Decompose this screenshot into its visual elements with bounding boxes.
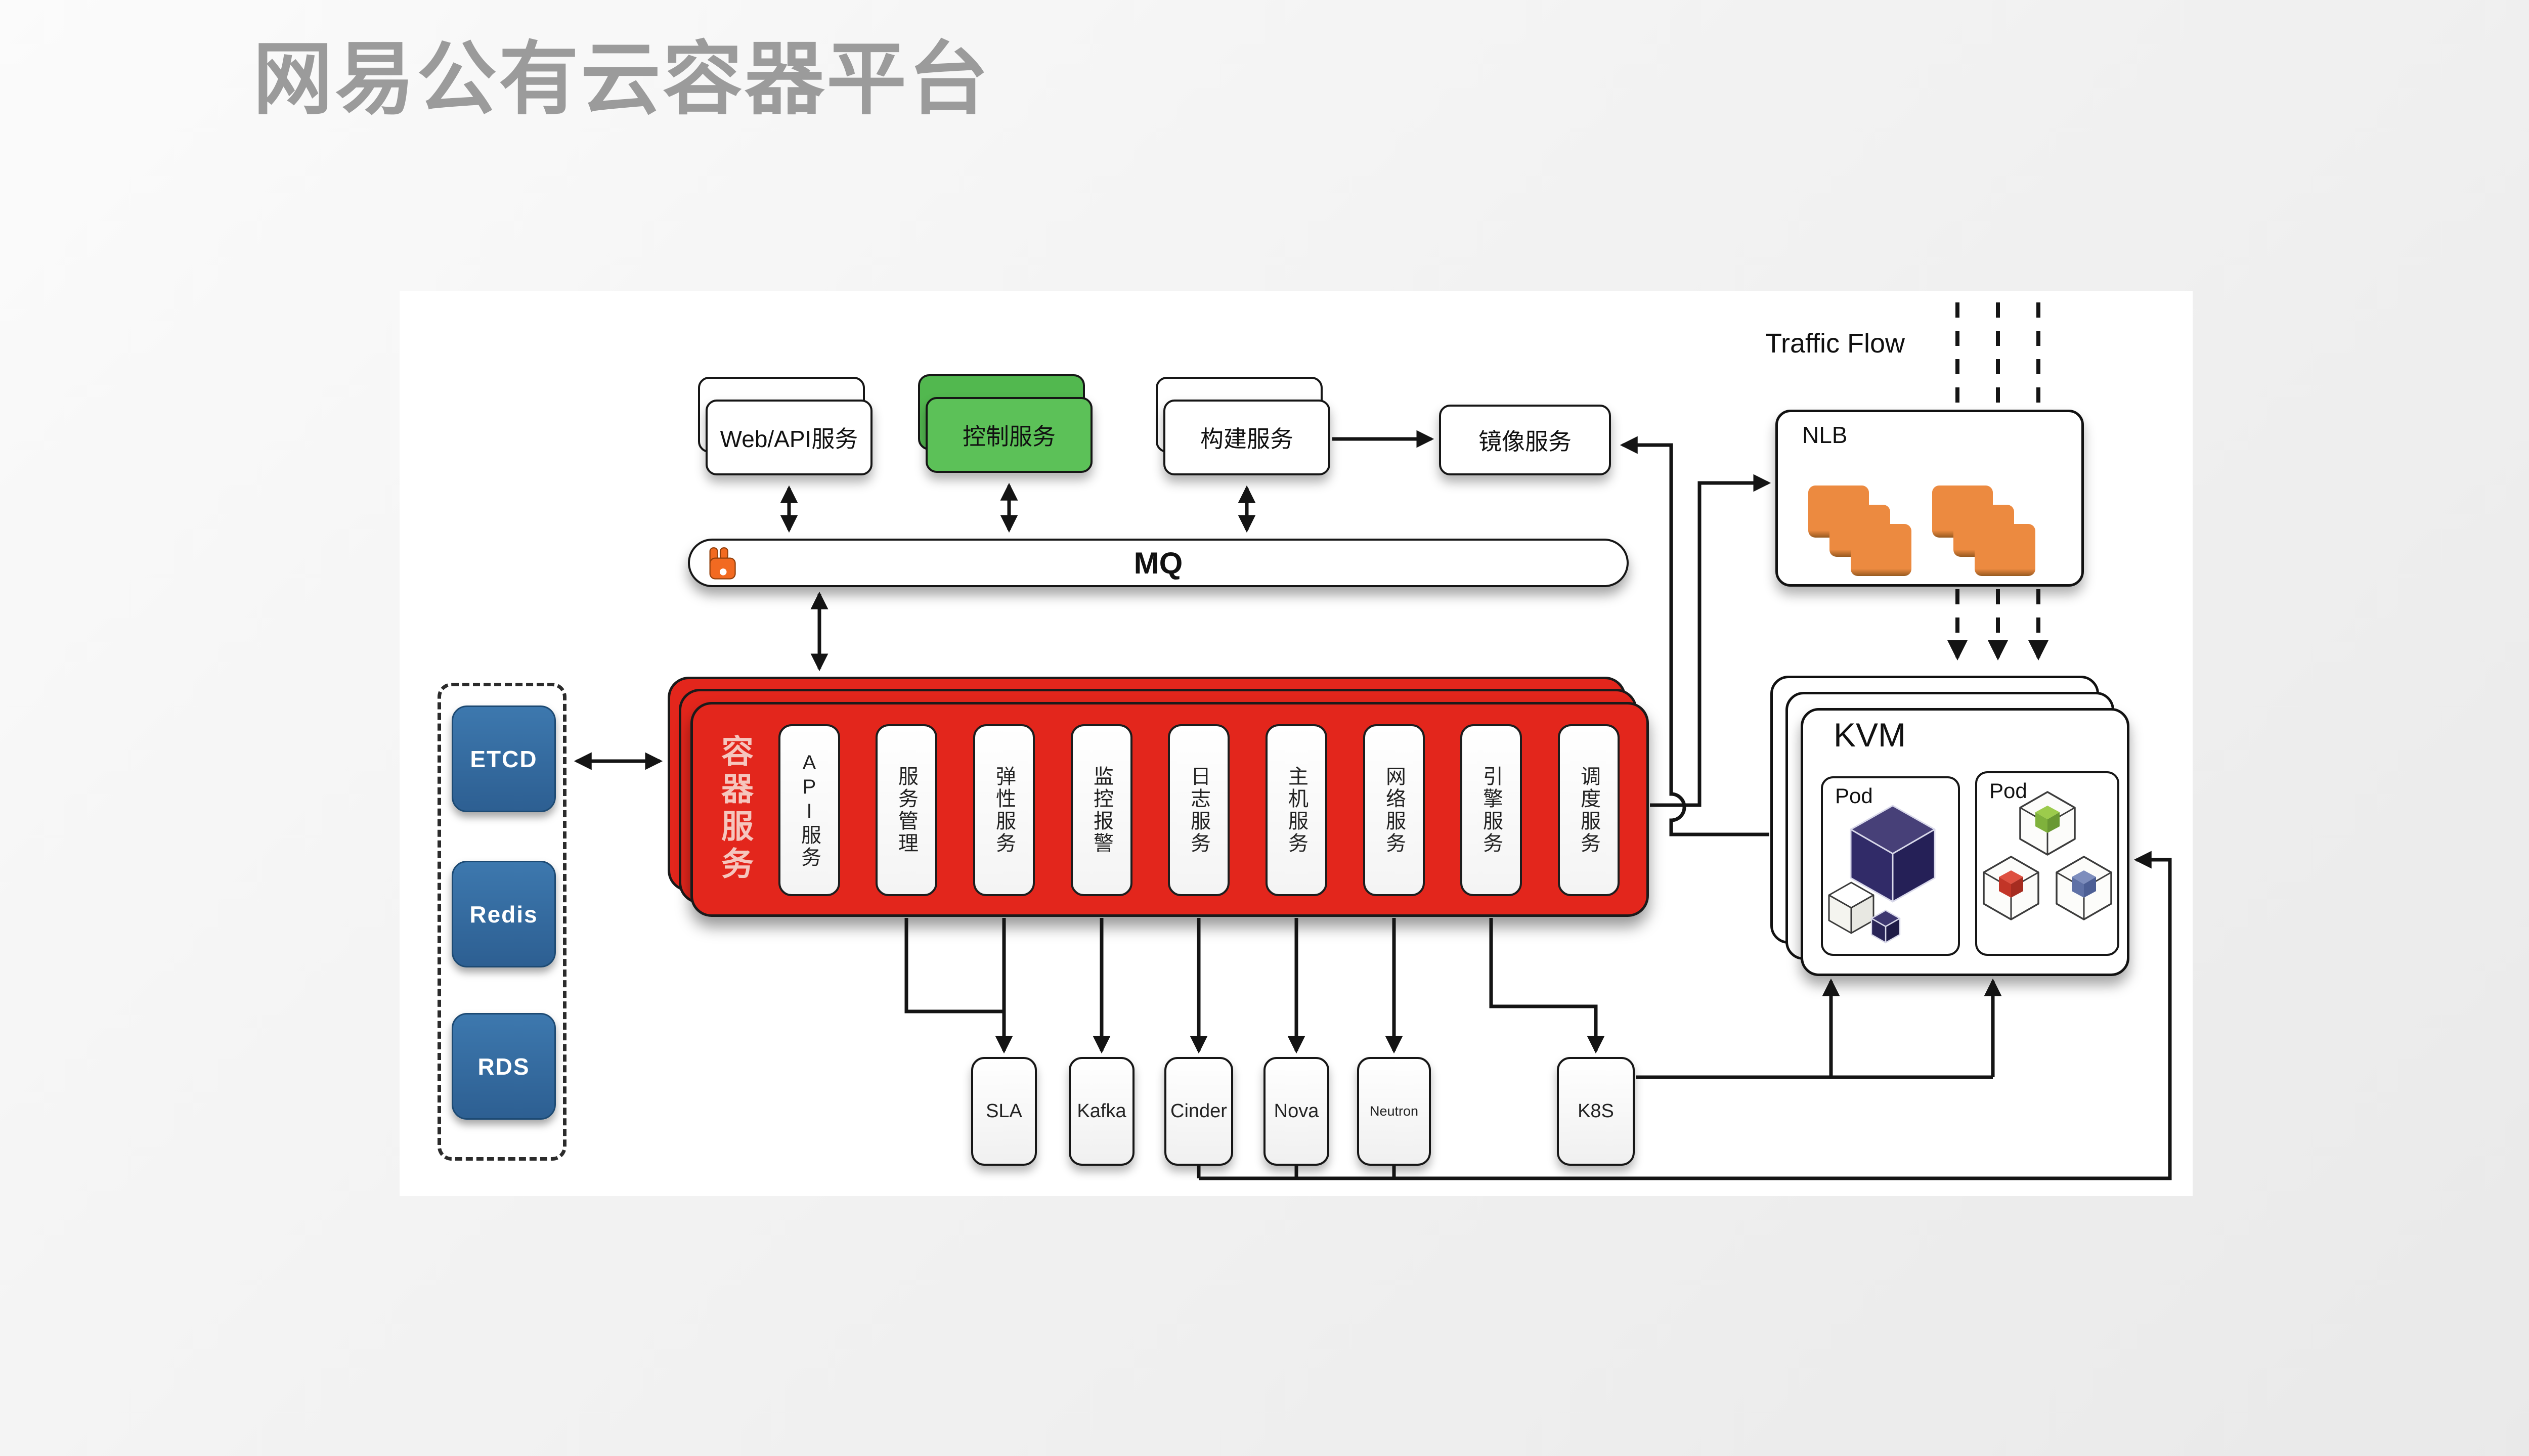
- redis-label: Redis: [469, 901, 538, 928]
- pod-left-label: Pod: [1835, 784, 1873, 808]
- service-box-network: 网络服务: [1363, 724, 1425, 896]
- service-label-api: API服务: [798, 752, 820, 869]
- etcd-label: ETCD: [470, 745, 538, 772]
- traffic-flow-label: Traffic Flow: [1765, 328, 1905, 359]
- control-service-box: 控制服务: [926, 397, 1093, 473]
- mq-label: MQ: [1133, 546, 1183, 580]
- neutron-label: Neutron: [1369, 1104, 1419, 1119]
- sla-box: SLA: [971, 1057, 1037, 1166]
- neutron-box: Neutron: [1357, 1057, 1431, 1166]
- service-label-network: 网络服务: [1383, 766, 1405, 855]
- page-title: 网易公有云容器平台: [253, 35, 990, 124]
- webapi-service-label: Web/API服务: [720, 426, 858, 452]
- webapi-service-box: Web/API服务: [706, 400, 873, 475]
- service-box-scheduler: 调度服务: [1558, 724, 1620, 896]
- k8s-label: K8S: [1578, 1100, 1614, 1122]
- nova-label: Nova: [1274, 1100, 1319, 1122]
- service-label-monitor: 监控报警: [1091, 766, 1113, 855]
- service-box-elastic: 弹性服务: [973, 724, 1035, 896]
- service-label-service-mgmt: 服务管理: [895, 766, 918, 855]
- image-service-box: 镜像服务: [1439, 405, 1611, 475]
- mq-bar: MQ: [688, 539, 1629, 587]
- sla-label: SLA: [986, 1100, 1022, 1122]
- nlb-box: NLB: [1775, 410, 2084, 587]
- control-service-label: 控制服务: [963, 423, 1056, 450]
- k8s-box: K8S: [1557, 1057, 1635, 1166]
- kvm-label: KVM: [1834, 716, 1906, 754]
- nlb-label: NLB: [1802, 422, 1848, 448]
- pod-right-label: Pod: [1989, 779, 2027, 803]
- kafka-box: Kafka: [1069, 1057, 1135, 1166]
- etcd-box: ETCD: [452, 705, 556, 812]
- nova-box: Nova: [1263, 1057, 1329, 1166]
- service-label-log: 日志服务: [1188, 766, 1210, 855]
- nlb-instance-icon: [1975, 524, 2035, 576]
- rds-box: RDS: [452, 1013, 556, 1120]
- service-label-elastic: 弹性服务: [993, 766, 1015, 855]
- image-service-label: 镜像服务: [1478, 428, 1572, 455]
- service-label-scheduler: 调度服务: [1578, 766, 1600, 855]
- service-box-api: API服务: [778, 724, 840, 896]
- service-label-engine: 引擎服务: [1480, 766, 1502, 855]
- service-box-host: 主机服务: [1266, 724, 1327, 896]
- build-service-box: 构建服务: [1163, 400, 1330, 475]
- service-box-monitor: 监控报警: [1071, 724, 1132, 896]
- cinder-box: Cinder: [1164, 1057, 1233, 1166]
- kafka-label: Kafka: [1077, 1100, 1126, 1122]
- rabbitmq-icon: [709, 547, 736, 580]
- container-service-label: 容器服务: [717, 734, 753, 884]
- nlb-instance-icon: [1851, 524, 1911, 576]
- service-box-service-mgmt: 服务管理: [876, 724, 937, 896]
- build-service-label: 构建服务: [1200, 426, 1293, 452]
- service-box-log: 日志服务: [1168, 724, 1230, 896]
- service-label-host: 主机服务: [1285, 766, 1307, 855]
- cinder-label: Cinder: [1170, 1100, 1227, 1122]
- redis-box: Redis: [452, 861, 556, 967]
- service-box-engine: 引擎服务: [1460, 724, 1522, 896]
- rds-label: RDS: [477, 1053, 530, 1080]
